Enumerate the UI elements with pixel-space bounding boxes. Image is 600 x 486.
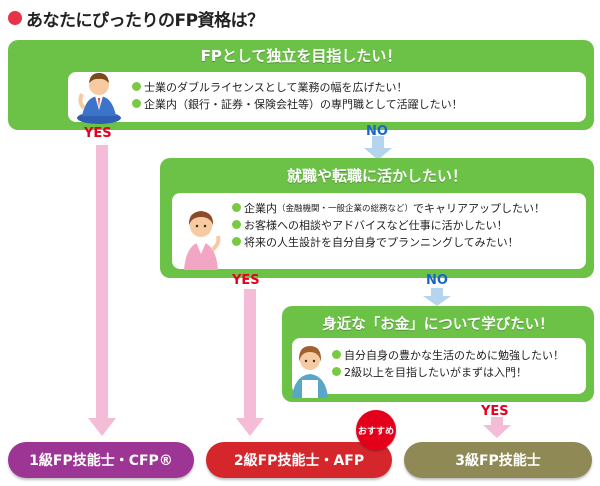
yes-label-1: YES [84, 126, 112, 141]
list-item-note: （金融機関・一般企業の総務など） [277, 203, 414, 214]
office-woman-icon [184, 211, 221, 270]
list-item-text: 企業内（銀行・証券・保険会社等）の専門職として活躍したい！ [144, 97, 463, 111]
list-item-text: お客様への相談やアドバイスなど仕事に活かしたい！ [244, 218, 508, 232]
yes-label-3: YES [481, 404, 509, 419]
bullet-icon [232, 203, 241, 212]
panel-independent-body: 士業のダブルライセンスとして業務の幅を広げたい！ 企業内（銀行・証券・保険会社等… [68, 72, 586, 122]
bullet-icon [332, 367, 341, 376]
yes-arrow-level2 [236, 289, 264, 436]
bullet-icon [232, 237, 241, 246]
page-title: あなたにぴったりのFP資格は？ [26, 10, 264, 31]
panel-career-body: 企業内 （金融機関・一般企業の総務など） でキャリアアップしたい！ お客様への相… [172, 193, 586, 269]
list-item: 士業のダブルライセンスとして業務の幅を広げたい！ [132, 78, 463, 95]
list-item-text: 企業内 [244, 201, 277, 215]
list-item-text: 自分自身の豊かな生活のために勉強したい！ [344, 348, 564, 362]
list-item: 企業内 （金融機関・一般企業の総務など） でキャリアアップしたい！ [232, 199, 545, 216]
result-level3-button[interactable]: 3級FP技能士 [404, 442, 592, 478]
result-level1-button[interactable]: 1級FP技能士・CFP® [8, 442, 194, 478]
no-label-2: NO [426, 273, 448, 288]
recommend-label: おすすめ [357, 426, 394, 437]
list-item-text-tail: でキャリアアップしたい！ [413, 201, 546, 215]
list-item: 自分自身の豊かな生活のために勉強したい！ [332, 346, 564, 363]
panel-money-body: 自分自身の豊かな生活のために勉強したい！ 2級以上を目指したいがまずは入門！ [292, 338, 586, 394]
housewife-icon [292, 346, 328, 398]
result-level2-label: 2級FP技能士・AFP [233, 453, 365, 469]
recommend-badge: おすすめ [356, 410, 396, 450]
bullet-icon [132, 82, 141, 91]
result-level2-button[interactable]: 2級FP技能士・AFP [206, 442, 392, 478]
panel-money-heading: 身近な「お金」について学びたい！ [322, 317, 554, 333]
no-label-1: NO [366, 124, 388, 139]
panel-career-heading: 就職や転職に活かしたい！ [286, 167, 467, 185]
list-item: 将来の人生設計を自分自身でプランニングしてみたい！ [232, 233, 545, 250]
result-level3-label: 3級FP技能士 [455, 453, 541, 469]
yes-label-2: YES [232, 273, 260, 288]
list-item-text: 士業のダブルライセンスとして業務の幅を広げたい！ [144, 80, 408, 94]
no-arrow-box3 [423, 288, 451, 306]
bullet-icon [332, 350, 341, 359]
result-level1-label: 1級FP技能士・CFP® [29, 453, 173, 469]
yes-arrow-level1 [88, 145, 116, 436]
panel-independent-heading: FPとして独立を目指したい！ [200, 47, 402, 65]
yes-arrow-level3 [483, 417, 511, 438]
bullet-icon [232, 220, 241, 229]
list-item: お客様への相談やアドバイスなど仕事に活かしたい！ [232, 216, 545, 233]
businessman-icon [77, 73, 121, 124]
list-item: 企業内（銀行・証券・保険会社等）の専門職として活躍したい！ [132, 95, 463, 112]
list-item-text: 将来の人生設計を自分自身でプランニングしてみたい！ [244, 235, 519, 249]
page-title-bar: あなたにぴったりのFP資格は？ [8, 6, 264, 31]
panel-money: 身近な「お金」について学びたい！ 自分自身の豊かな生活のために勉強したい！ 2級… [282, 306, 594, 402]
list-item: 2級以上を目指したいがまずは入門！ [332, 363, 564, 380]
bullet-icon [132, 99, 141, 108]
panel-independent: FPとして独立を目指したい！ 士業のダブルライセンスとして業務の幅を広げたい！ … [8, 40, 594, 130]
list-item-text: 2級以上を目指したいがまずは入門！ [344, 365, 527, 379]
panel-career: 就職や転職に活かしたい！ 企業内 （金融機関・一般企業の総務など） でキャリアア… [160, 158, 594, 278]
no-arrow-box2 [364, 136, 392, 160]
title-bullet-icon [8, 11, 22, 25]
